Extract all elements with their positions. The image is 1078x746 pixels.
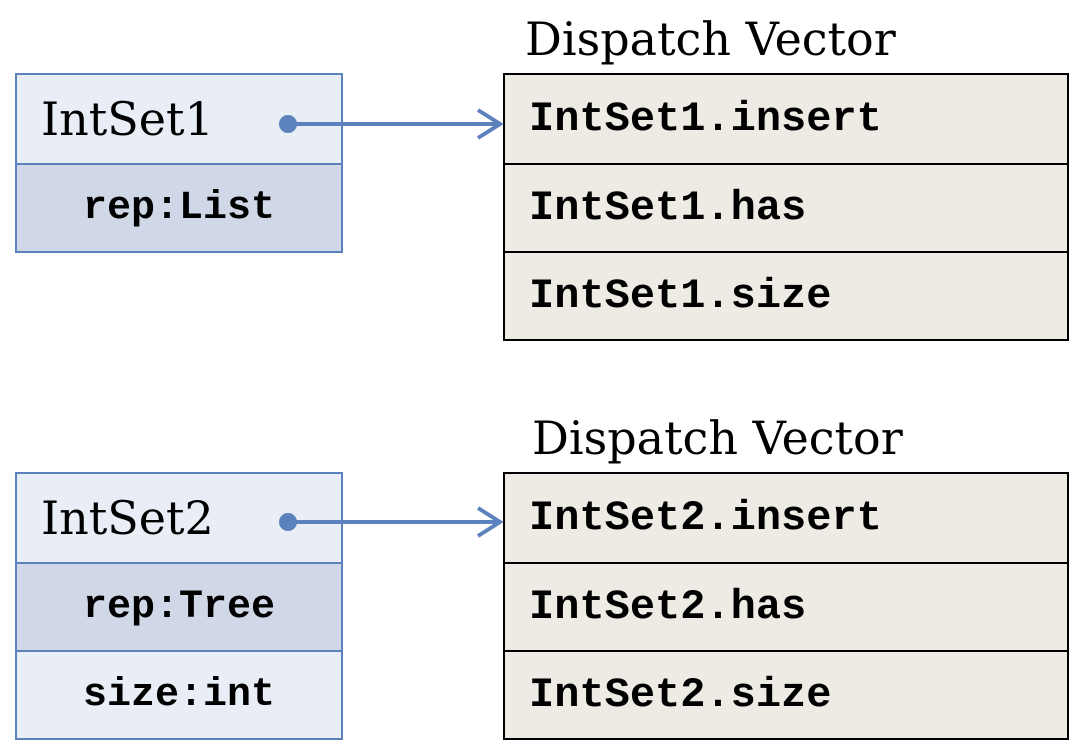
dispatch-vector-title-2: Dispatch Vector: [532, 411, 903, 465]
intset2-object: IntSet2 rep:Tree size:int: [15, 472, 343, 740]
vector-entry-has: IntSet2.has: [505, 562, 1067, 650]
object-name-intset2: IntSet2: [41, 491, 214, 545]
object-name-intset1: IntSet1: [41, 92, 214, 146]
object-field-rep: rep:List: [17, 163, 341, 251]
object-field-rep: rep:Tree: [17, 562, 341, 650]
pointer-arrow-2: [279, 506, 504, 538]
vector-entry-has: IntSet1.has: [505, 163, 1067, 251]
intset1-object: IntSet1 rep:List: [15, 73, 343, 253]
vector-entry-size: IntSet2.size: [505, 650, 1067, 738]
object-field-size: size:int: [17, 650, 341, 738]
vector-entry-insert: IntSet2.insert: [529, 494, 882, 542]
dispatch-vector-title-1: Dispatch Vector: [525, 12, 896, 66]
vector-entry-insert: IntSet1.insert: [529, 95, 882, 143]
pointer-arrow-1: [279, 108, 504, 140]
dispatch-vector-2: IntSet2.insert IntSet2.has IntSet2.size: [503, 472, 1069, 740]
dispatch-vector-1: IntSet1.insert IntSet1.has IntSet1.size: [503, 73, 1069, 341]
vector-entry-size: IntSet1.size: [505, 251, 1067, 339]
